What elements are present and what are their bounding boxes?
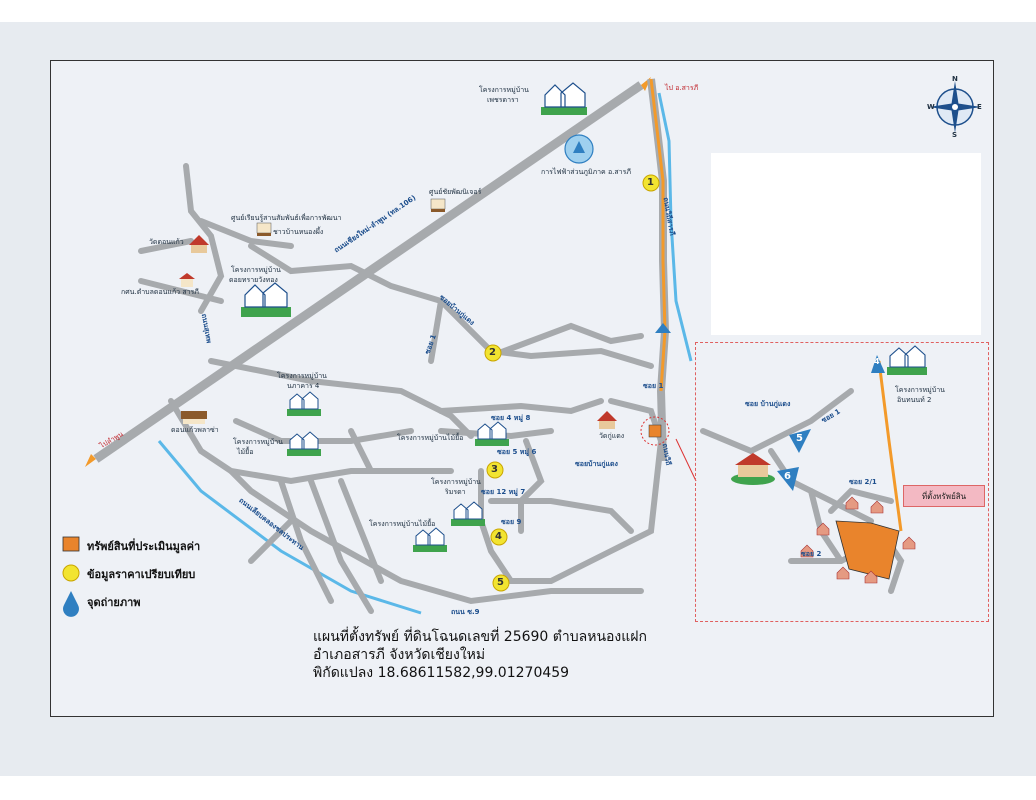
inset-house-icons	[800, 496, 916, 584]
comparison-marker-5	[492, 574, 510, 592]
canal-west	[157, 440, 422, 615]
legend-property-label: ทรัพย์สินที่ประเมินมูลค่า	[87, 540, 201, 553]
blank-panel	[711, 153, 981, 335]
label-soi-kudaeng: ซอยบ้านกู่แดง	[575, 460, 618, 468]
label-inset-soi-kudaeng: ซอย บ้านกู่แดง	[745, 400, 791, 408]
photo-label-5: 5	[796, 433, 803, 444]
electric-office-seal-icon	[564, 134, 594, 164]
label-village-maiyue-1: โครงการหมู่บ้าน	[233, 438, 283, 446]
label-village-nakha-1: โครงการหมู่บ้าน	[277, 372, 327, 380]
label-store-donkaew: ดอนแก้วพลาซ่า	[171, 426, 219, 434]
label-village-phet-2: เพชรดารา	[487, 96, 519, 104]
label-village-phet-1: โครงการหมู่บ้าน	[479, 86, 529, 94]
comparison-marker-4	[490, 528, 508, 546]
label-village-rinrada-2: ริมรดา	[445, 488, 466, 496]
comparison-label-3: 3	[491, 464, 498, 475]
label-village-doi-1: โครงการหมู่บ้าน	[231, 266, 281, 274]
property-parcel-inset	[835, 520, 900, 580]
photo-label-4: 4	[874, 357, 880, 366]
label-inset-soi2: ซอย 2	[801, 550, 822, 558]
legend-photo-icon	[63, 591, 79, 617]
temple-icons	[179, 198, 775, 485]
comparison-marker-3	[486, 461, 504, 479]
label-soi4-m8: ซอย 4 หมู่ 8	[491, 414, 531, 422]
comparison-label-5: 5	[497, 577, 504, 588]
label-village-maiyue-2: ไม้ยื้อ	[237, 448, 254, 456]
map-caption: แผนที่ตั้งทรัพย์ ที่ดินโฉนดเลขที่ 25690 …	[50, 626, 994, 717]
photo-marker-4-main	[655, 323, 671, 333]
label-village-maiyue3: โครงการหมู่บ้านไม้ยื้อ	[369, 520, 436, 528]
village-icons	[241, 82, 927, 552]
comparison-marker-1	[642, 174, 660, 192]
label-soi9: ซอย 9	[501, 518, 522, 526]
comparison-label-1: 1	[647, 177, 654, 188]
legend-property-icon	[62, 536, 80, 552]
locator-line	[675, 438, 697, 482]
main-highway	[93, 81, 644, 463]
photo-label-6: 6	[784, 471, 791, 482]
photo-marker-5	[789, 429, 811, 453]
label-road-south: ถนน ซ.9	[451, 608, 480, 616]
highway-arrow-sw	[85, 454, 96, 467]
bottom-margin	[0, 776, 1036, 800]
label-village-rinrada-1: โครงการหมู่บ้าน	[431, 478, 481, 486]
label-inset-village-2: อินทนนท์ 2	[897, 396, 932, 404]
label-learning-center-1: ศูนย์เรียนรู้สานสัมพันธ์เพื่อการพัฒนา	[231, 214, 342, 222]
compass-w: W	[927, 103, 935, 111]
label-soi12-m7: ซอย 12 หมู่ 7	[481, 488, 526, 496]
caption-line-1: แผนที่ตั้งทรัพย์ ที่ดินโฉนดเลขที่ 25690 …	[313, 629, 647, 645]
label-village-doi-2: ดอยทรายวังทอง	[229, 276, 278, 284]
label-school: กศน.ตำบลดอนแก้ว สารภี	[121, 288, 199, 296]
label-village-nakha-2: นภาคาร 4	[287, 382, 320, 390]
top-margin	[0, 0, 1036, 22]
label-soi5-m6: ซอย 5 หมู่ 6	[497, 448, 537, 456]
main-road-center	[649, 78, 667, 392]
comparison-label-2: 2	[489, 347, 496, 358]
legend-photo-label: จุดถ่ายภาพ	[87, 596, 141, 609]
legend-comparison-label: ข้อมูลราคาเปรียบเทียบ	[87, 568, 196, 581]
compass-icon	[929, 81, 981, 133]
property-locator-circle	[640, 416, 670, 446]
photo-marker-4-inset	[871, 355, 885, 373]
road-network	[138, 163, 665, 614]
location-map[interactable]: 1 2 3 4 5 4 5 6 N E W S ไป อ.สารภี ไปลำพ…	[50, 60, 994, 628]
label-temple: วัดดอนแก้ว	[149, 238, 184, 246]
property-mark-main	[648, 424, 662, 438]
label-inset-village-1: โครงการหมู่บ้าน	[895, 386, 945, 394]
caption-line-3: พิกัดแปลง 18.68611582,99.01270459	[313, 665, 570, 681]
direction-saraphi: ไป อ.สารภี	[665, 84, 699, 92]
caption-line-2: อำเภอสารภี จังหวัดเชียงใหม่	[313, 647, 486, 663]
compass-n: N	[952, 75, 958, 83]
label-inset-soi21: ซอย 2/1	[849, 478, 877, 486]
map-canvas	[62, 77, 981, 617]
label-electric-office: การไฟฟ้าส่วนภูมิภาค อ.สารภี	[541, 168, 631, 176]
legend-comparison-icon	[62, 564, 80, 582]
inset-map-frame	[695, 342, 989, 622]
inset-main-road	[877, 360, 903, 532]
compass-s: S	[952, 131, 958, 139]
comparison-label-4: 4	[495, 531, 502, 542]
compass-e: E	[977, 103, 982, 111]
label-learning-center-2: ชาวบ้านหนองผึ้ง	[273, 228, 324, 236]
label-village-maiyue2: โครงการหมู่บ้านไม้ยื้อ	[397, 434, 464, 442]
label-shop-center: ศูนย์ชัยพัฒนิเจอร์	[429, 188, 482, 196]
label-temple-kudaeng: วัดกู่แดง	[599, 432, 625, 440]
photo-marker-6	[777, 467, 799, 491]
canal-east	[657, 92, 693, 362]
property-callout: ที่ตั้งทรัพย์สิน	[903, 485, 985, 507]
comparison-marker-2	[484, 344, 502, 362]
label-soi1b: ซอย 1	[643, 382, 664, 390]
